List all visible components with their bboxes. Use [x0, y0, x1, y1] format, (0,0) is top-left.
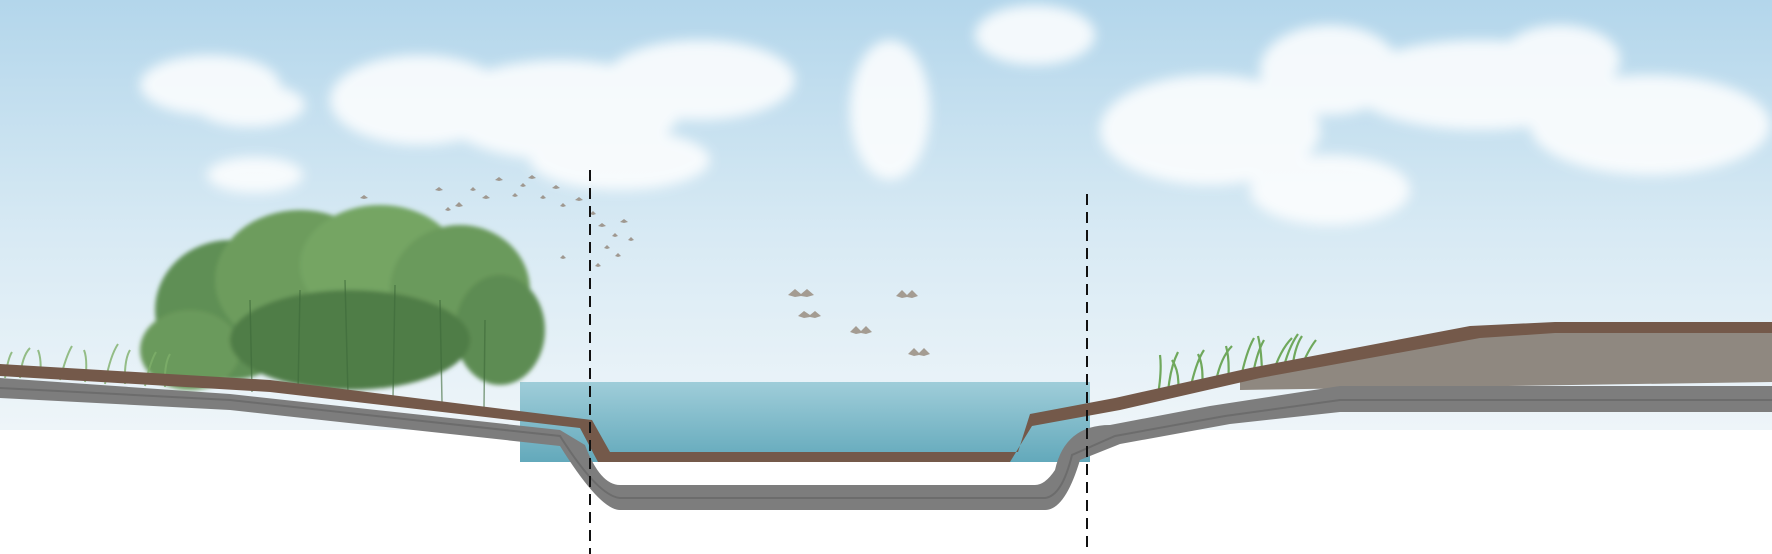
liner-layer — [0, 378, 1772, 510]
cloud — [975, 5, 1095, 65]
bird — [798, 311, 821, 318]
bird — [788, 289, 814, 297]
cloud — [330, 40, 795, 190]
bird — [896, 290, 918, 298]
water — [520, 382, 1090, 462]
bird-flock — [360, 175, 634, 267]
birds — [788, 289, 930, 356]
cloud — [207, 157, 303, 193]
embankment-fill — [1240, 332, 1772, 390]
bird — [908, 348, 930, 356]
liner-edge — [0, 387, 1772, 499]
soil-layer — [0, 322, 1772, 462]
woodland — [140, 205, 545, 409]
clouds — [140, 5, 1770, 225]
cloud — [850, 40, 930, 180]
cloud — [1350, 25, 1770, 175]
bird — [850, 326, 872, 334]
cloud — [140, 55, 305, 127]
